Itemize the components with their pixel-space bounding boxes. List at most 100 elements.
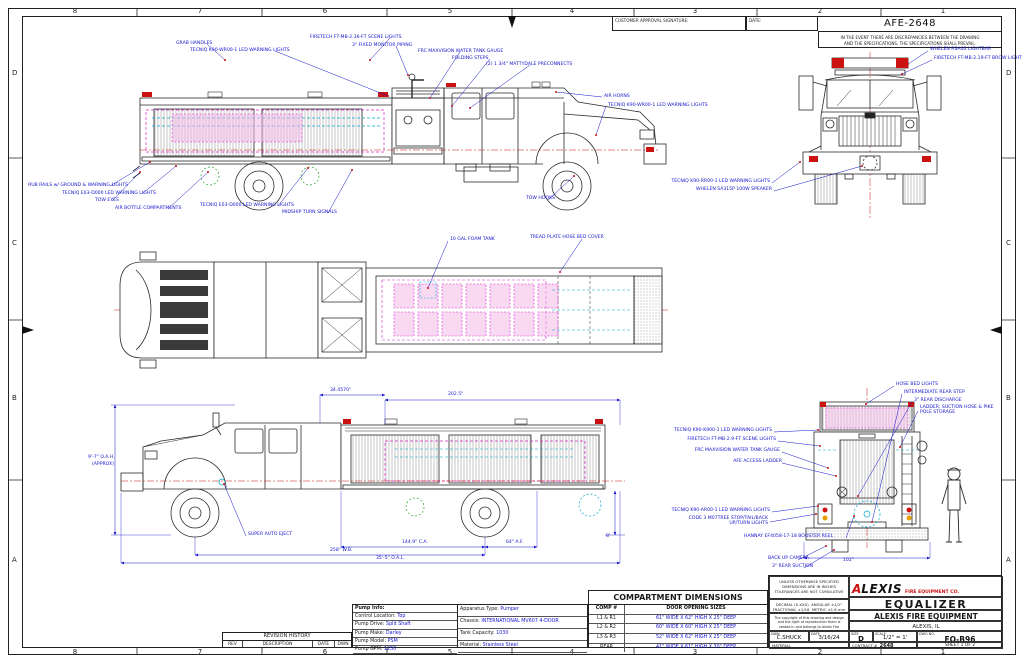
dimension-label: (APPROX) [92, 462, 114, 467]
callout-label: TECNIQ E03-D000 LED WARNING LIGHTS [200, 203, 294, 208]
compartment-dimensions-table: COMPARTMENT DIMENSIONS COMP #DOOR OPENIN… [588, 590, 768, 653]
zone-label: D [12, 69, 18, 77]
hose-bed-contents [381, 279, 632, 341]
callout-label: RUB RAILS w/ GROUND & WARNING LIGHTS [28, 183, 129, 188]
customer-name: ALEXIS FIRE EQUIPMENT [849, 610, 1003, 621]
compartment-dimensions-title: COMPARTMENT DIMENSIONS [589, 591, 767, 605]
pump-info-row: Pump Make: Darley [353, 630, 457, 638]
dimension-label: 9'-7" O.A.H. [88, 455, 115, 460]
disclaimer-line: AND THE SPECIFICATIONS, THE SPECIFICATIO… [844, 41, 976, 47]
pump-info-row: Pump Drive: Split Shaft [353, 621, 457, 630]
callout-label: FOLDING STEPS [452, 56, 489, 61]
copyright-note: The copyright of this drawing and design… [769, 613, 849, 631]
callout-label: TREAD PLATE HOSE BED COVER [530, 235, 604, 240]
drawing-number-field: DWG NO.EQ-B96 [917, 631, 1003, 642]
dimension-label: 35'-5" O.A.L. [376, 556, 405, 561]
revision-history-table: REVISION HISTORY REV DESCRIPTION DATE DW… [222, 632, 352, 648]
drawing-code: AFE-2648 [884, 18, 936, 29]
callout-label: HANNAY EF4058-17-18 BOOSTER REEL [744, 534, 834, 539]
callout-label: FRC MAXVISION WATER TANK GAUGE [694, 448, 780, 453]
compartment-table-header: COMP #DOOR OPENING SIZES [589, 605, 767, 615]
callout-label: TECNIQ E03-D000 LED WARNING LIGHTS [62, 191, 156, 196]
firefighter-figure [941, 467, 967, 543]
zone-label: B [1006, 394, 1011, 402]
customer-approval-signature-field: CUSTOMER APPROVAL SIGNATURE: [612, 16, 746, 31]
logo-tagline: FIRE EQUIPMENT CO. [905, 590, 960, 595]
dimension-label: 64" A.F. [506, 540, 524, 545]
pump-info-row: Control Location: Top [353, 613, 457, 622]
zone-label: 7 [197, 648, 203, 656]
title-block: UNLESS OTHERWISE SPECIFIED DIMENSIONS AR… [768, 575, 1003, 649]
disclaimer-line: IN THE EVENT THERE ARE DISCREPANCIES BET… [840, 35, 980, 40]
pump-info-row: Tank Capacity: 1030 [458, 629, 587, 641]
callout-label: MIDSHIP TURN SIGNALS [282, 210, 337, 215]
revision-col-header: DWN [337, 642, 349, 647]
zone-label: A [1006, 556, 1011, 564]
officer-warning-lights [343, 419, 603, 424]
revision-history-title: REVISION HISTORY [222, 632, 352, 640]
tolerance-note: UNLESS OTHERWISE SPECIFIED DIMENSIONS AR… [769, 576, 849, 599]
callout-label: TECNIQ K90-WR00-1 LED WARNING LIGHTS [608, 103, 708, 108]
contract-field: CONTRACT # 2648 [849, 642, 917, 649]
logo-text: LEXIS [861, 582, 902, 596]
approval-date-field: DATE: [746, 16, 818, 31]
pump-info-row: Pump GPM: 1250 [353, 646, 457, 655]
pump-info-table: Pump Info: Control Location: Top Pump Dr… [352, 604, 588, 655]
pump-info-row: Material: Stainless Steel [458, 641, 587, 653]
zone-label: C [12, 239, 17, 247]
callout-label: WHELEN SA315P 100W SPEAKER [695, 187, 772, 192]
callout-label: WHELEN RSA00 LIGHTBAR [930, 47, 992, 52]
dimension-label: 144.9" C.A. [402, 540, 428, 545]
callout-label: TECNIQ K90-K900-1 LED WARNING LIGHTS [673, 428, 772, 433]
pump-info-row: Chassis: INTERNATIONAL MV607 4-DOOR [458, 617, 587, 629]
front-view-drawing [798, 52, 942, 218]
zone-label: 3 [692, 7, 698, 15]
officer-hidden-lines [121, 440, 625, 517]
callout-label: CODE 3 M07TREE STOP/TAIL/BACK UP/TURN LI… [688, 516, 768, 527]
customer-approval-label: CUSTOMER APPROVAL SIGNATURE: [615, 18, 689, 23]
approval-date-label: DATE: [749, 18, 762, 23]
dimension-label: 202.5" [448, 392, 464, 397]
revision-col-header: REV [223, 641, 243, 647]
dimension-label: 8' [606, 534, 611, 539]
callout-label: 3" FIXED MONITOR PIPING [352, 43, 413, 48]
dimension-label: 102" [843, 558, 854, 563]
callout-label: (2) 1 3/4" MATTYDALE PRECONNECTS [486, 62, 573, 67]
zone-label: B [12, 394, 17, 402]
callout-label: TECNIQ K90-WR00-1 LED WARNING LIGHTS [190, 48, 290, 53]
zone-label: C [1006, 239, 1011, 247]
tolerance-values: DECIMAL (X.XXX) ANGULAR ±1/2° FRACTIONAL… [769, 599, 849, 613]
zone-label: 7 [197, 7, 203, 15]
zone-label: 8 [72, 648, 78, 656]
callout-label: INTERMEDIATE REAR STEP [904, 390, 965, 395]
callout-label: TOW EYES [95, 198, 119, 203]
callout-label: SUPER AUTO EJECT [248, 532, 293, 537]
zone-label: 4 [569, 7, 575, 15]
callout-label: FIRETECH FT-MB-2.36-FT SCENE LIGHTS [310, 35, 402, 40]
zone-label: 2 [817, 648, 823, 656]
callout-label: AIR HORNS [604, 94, 630, 99]
zone-label: 5 [447, 7, 453, 15]
zone-label: A [12, 556, 17, 564]
callout-label: BACK UP CAMERA [768, 556, 809, 561]
callout-label: 3" REAR DISCHARGE [914, 398, 962, 403]
pump-info-header: Pump Info: [353, 605, 457, 614]
callout-label: FRC MAXVISION WATER TANK GAUGE [418, 49, 504, 54]
zone-label: D [1006, 69, 1012, 77]
callout-label: TECNIQ K90-RR00-1 LED WARNING LIGHTS [671, 179, 770, 184]
callout-label: TOW HOOKS [526, 196, 556, 201]
callout-label: HOSE BED LIGHTS [896, 382, 939, 387]
zone-label: 1 [940, 7, 946, 15]
zone-label: 1 [940, 648, 946, 656]
zone-label: 6 [322, 7, 328, 15]
pump-info-row: Apparatus Type: Pumper [458, 605, 587, 617]
callout-label: FIRETECH FT-MB-2.19-FT BROW LIGHT [934, 56, 1022, 61]
